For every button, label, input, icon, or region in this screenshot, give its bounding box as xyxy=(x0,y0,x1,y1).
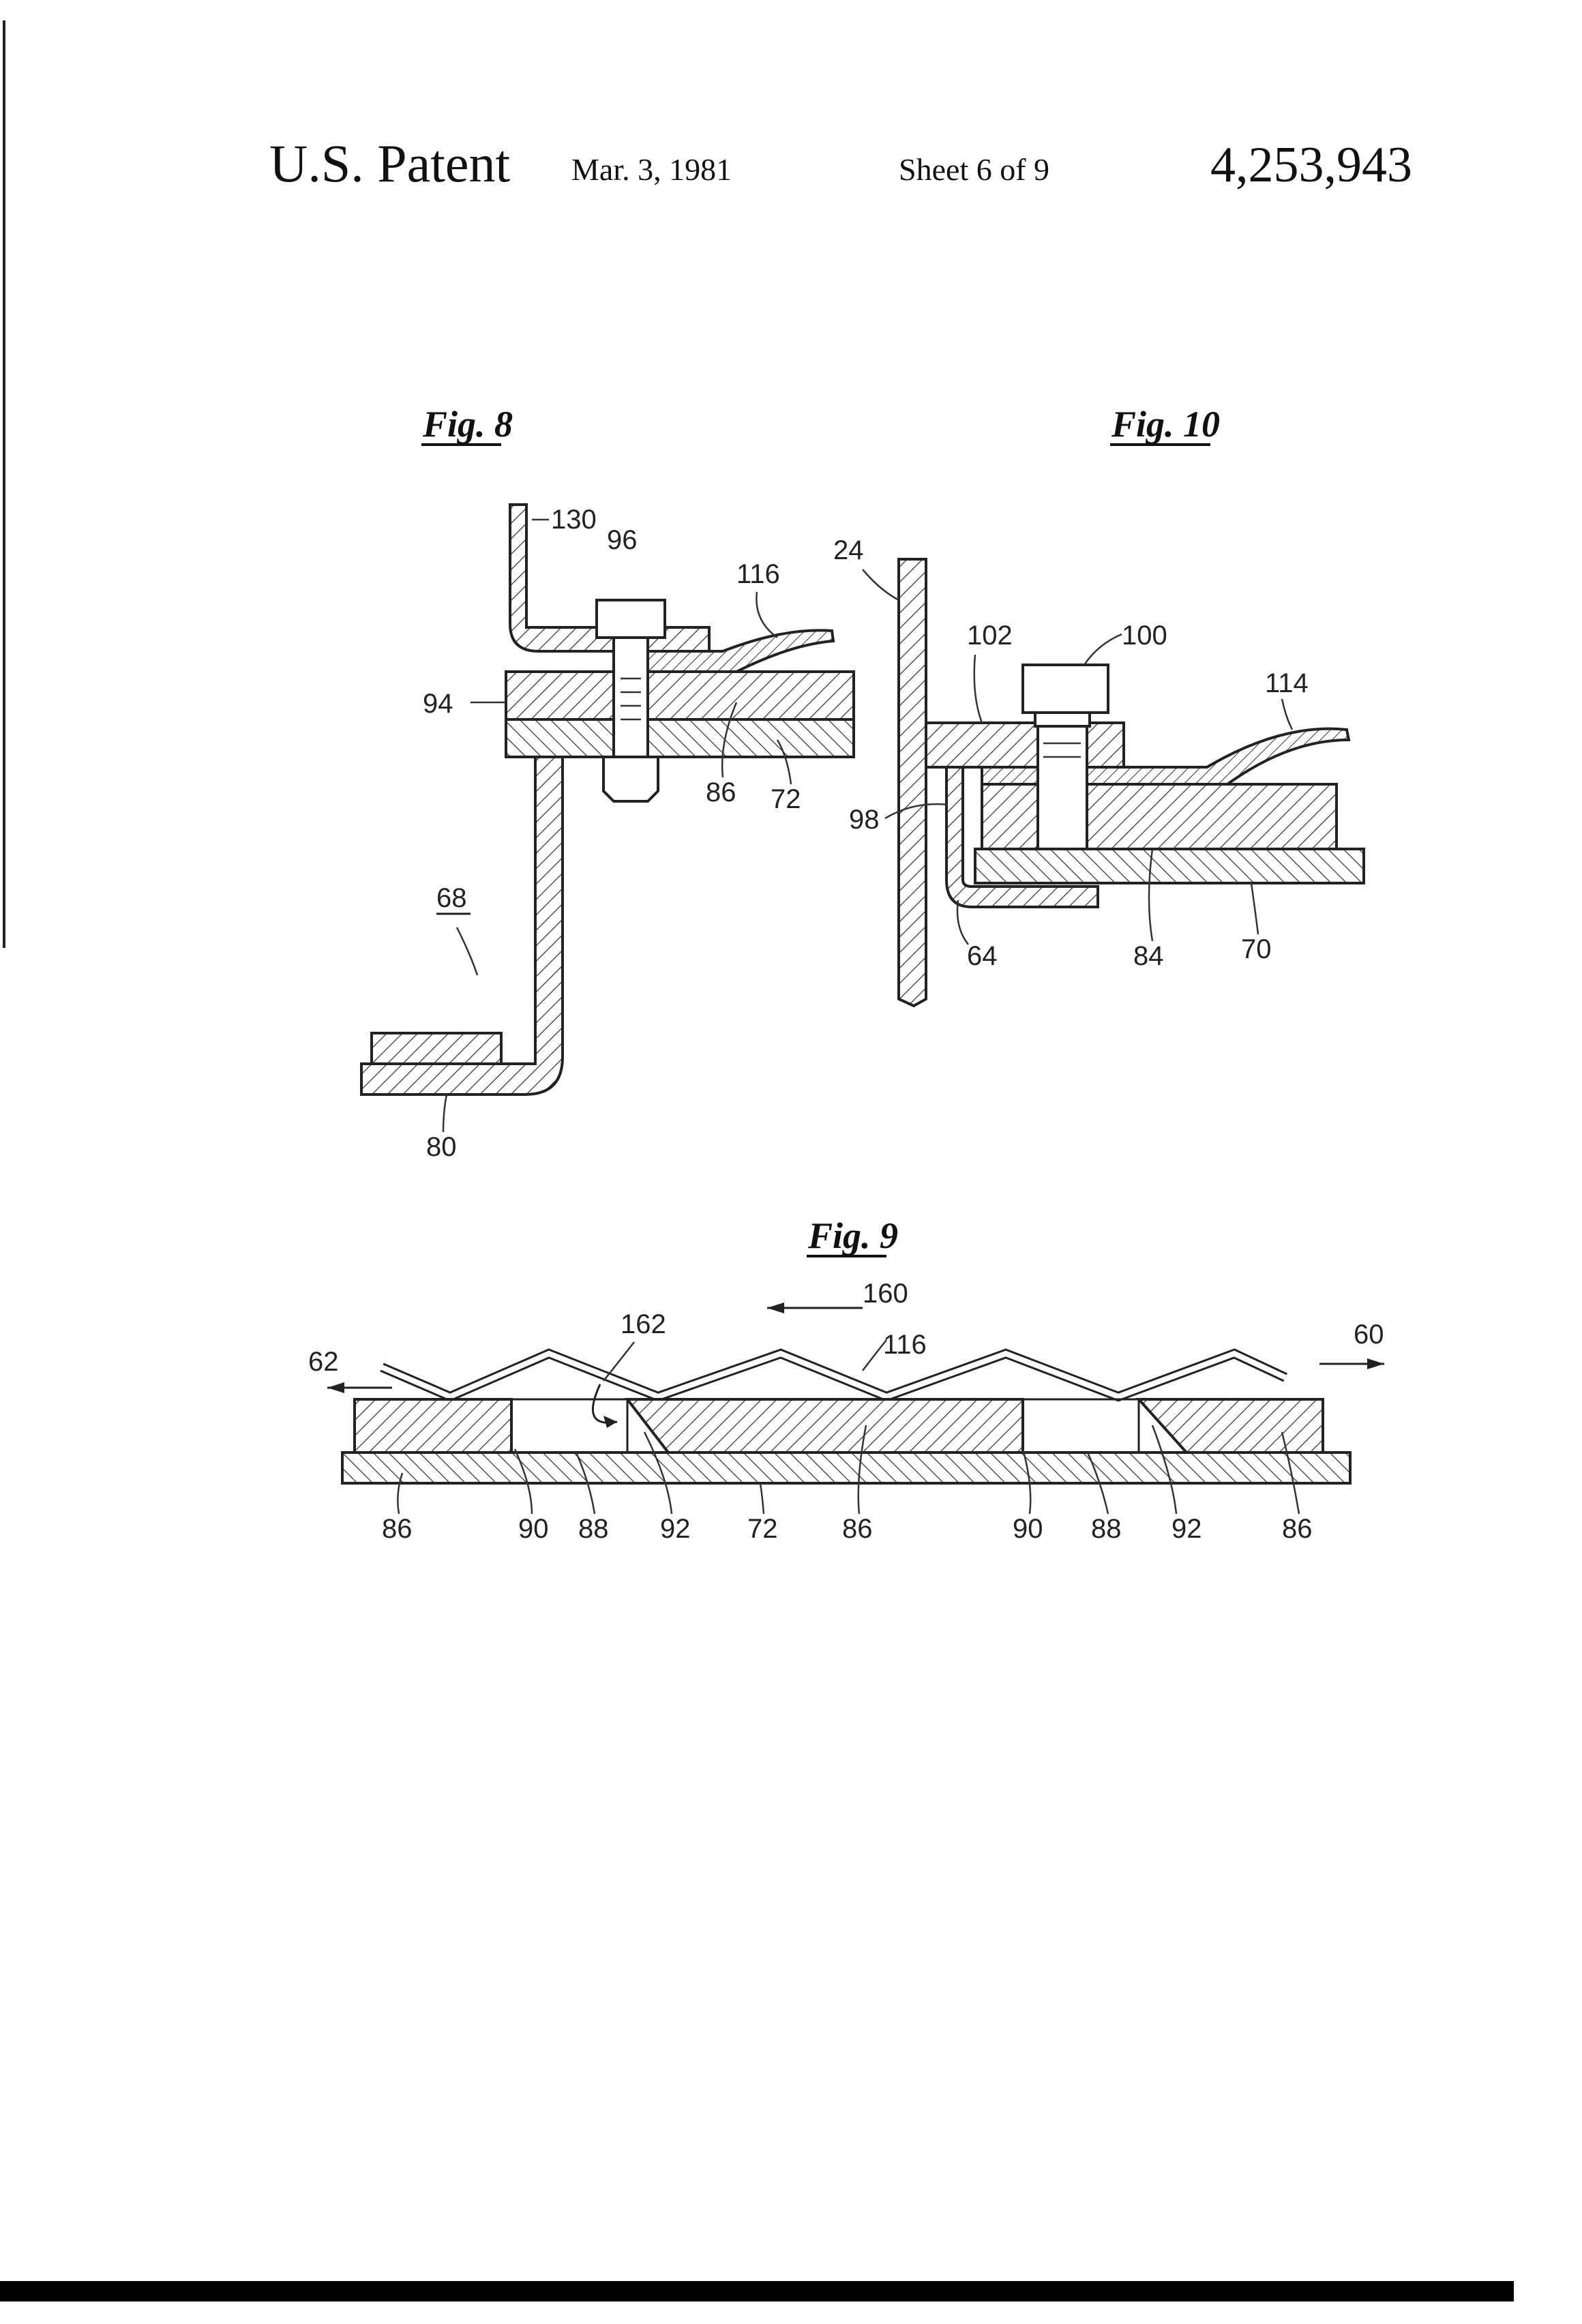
fig8-label-96: 96 xyxy=(607,525,638,555)
fig9-label-116: 116 xyxy=(883,1330,927,1360)
fig9-label-62: 62 xyxy=(308,1347,339,1377)
figure-8: Fig. 8 130 96 116 xyxy=(361,404,854,1162)
footer-bar xyxy=(0,2281,1514,2301)
fig8-label-72: 72 xyxy=(771,784,801,814)
layer-70 xyxy=(975,849,1364,883)
layer-86 xyxy=(506,672,854,719)
fig8-label-94: 94 xyxy=(423,689,453,719)
figure-10: Fig. 10 24 102 100 xyxy=(833,404,1364,1006)
fig9-label-162: 162 xyxy=(621,1309,666,1339)
fig10-label-84: 84 xyxy=(1133,941,1164,971)
fig10-label-98: 98 xyxy=(849,805,880,835)
fig9-label-60: 60 xyxy=(1354,1320,1384,1350)
fig10-label-102: 102 xyxy=(967,621,1013,651)
bolt-100-head xyxy=(1023,665,1108,713)
fig9-label-160: 160 xyxy=(863,1279,908,1309)
fig9-label-86-b: 86 xyxy=(842,1514,873,1544)
fig9-label-90-a: 90 xyxy=(518,1514,549,1544)
fig10-label-114: 114 xyxy=(1265,668,1309,698)
fig9-label-72: 72 xyxy=(747,1514,778,1544)
bolt-96-shank xyxy=(614,638,648,757)
arrow-62 xyxy=(327,1382,344,1393)
fig8-title: Fig. 8 xyxy=(422,404,513,445)
fig9-label-88-b: 88 xyxy=(1091,1514,1122,1544)
fig10-label-24: 24 xyxy=(833,535,864,565)
fig10-label-64: 64 xyxy=(967,941,998,971)
fig8-label-86: 86 xyxy=(706,777,736,807)
fig10-title: Fig. 10 xyxy=(1111,404,1220,445)
block-102 xyxy=(926,723,1124,767)
fig10-label-100: 100 xyxy=(1122,621,1167,651)
nut-96 xyxy=(603,757,658,801)
opening-88-2 xyxy=(1023,1399,1139,1452)
fig9-label-86-a: 86 xyxy=(382,1514,413,1544)
fig9-label-92-b: 92 xyxy=(1171,1514,1202,1544)
layer-86-segment-2 xyxy=(627,1399,1023,1452)
layer-72 xyxy=(506,719,854,757)
layer-86-segment-3 xyxy=(1139,1399,1323,1452)
base-layer-72 xyxy=(342,1452,1350,1483)
fig10-label-70: 70 xyxy=(1241,934,1272,964)
fig9-label-88-a: 88 xyxy=(578,1514,609,1544)
figure-9: Fig. 9 160 162 xyxy=(308,1215,1384,1544)
layer-86-segment-1 xyxy=(355,1399,511,1452)
fig8-label-116: 116 xyxy=(736,559,780,589)
fig9-label-92-a: 92 xyxy=(660,1514,691,1544)
fig9-label-86-c: 86 xyxy=(1282,1514,1313,1544)
fig8-label-130: 130 xyxy=(551,505,597,535)
arrow-160 xyxy=(767,1302,784,1313)
bolt-100-shank xyxy=(1038,726,1087,849)
wall-24 xyxy=(899,559,926,1006)
fig9-label-90-b: 90 xyxy=(1013,1514,1043,1544)
layer-84 xyxy=(982,784,1337,849)
fig8-label-68: 68 xyxy=(436,883,467,913)
foot-80 xyxy=(372,1033,501,1064)
fig8-label-80: 80 xyxy=(426,1132,457,1162)
bolt-96-head xyxy=(597,600,665,638)
arrow-60 xyxy=(1367,1358,1384,1369)
fig9-title: Fig. 9 xyxy=(807,1215,898,1256)
